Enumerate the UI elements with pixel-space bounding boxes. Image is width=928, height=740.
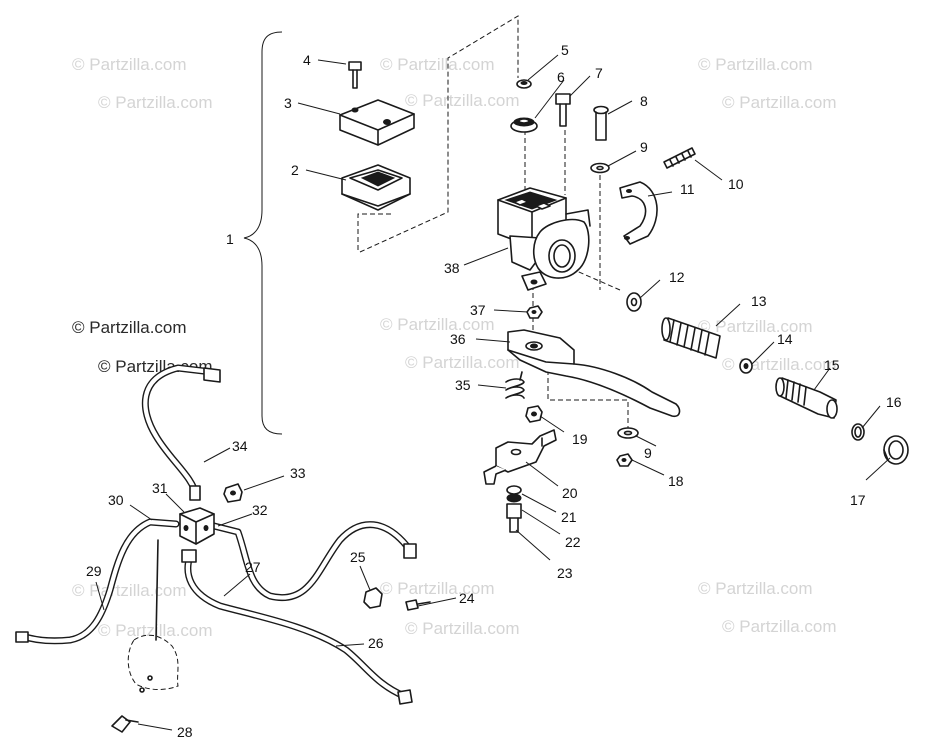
pivot-nut: [526, 305, 543, 319]
callout-22: 22: [565, 534, 581, 550]
bleeder-screw: [405, 599, 431, 611]
callout-16: 16: [886, 394, 902, 410]
small-nut: [616, 453, 633, 467]
master-cylinder-body: [497, 187, 591, 291]
bleeder-cap: [363, 587, 383, 609]
washer: [506, 485, 522, 495]
brake-hoses: [18, 364, 414, 700]
callout-30: 30: [108, 492, 124, 508]
callout-6: 6: [557, 69, 565, 85]
hose-fittings: [15, 367, 417, 705]
watermark: © Partzilla.com: [405, 91, 520, 110]
callout-11: 11: [680, 181, 695, 197]
watermark: © Partzilla.com: [98, 621, 213, 640]
callout-38: 38: [444, 260, 460, 276]
watermark: © Partzilla.com: [722, 617, 837, 636]
watermark: © Partzilla.com: [698, 317, 813, 336]
callout-15: 15: [824, 357, 840, 373]
callout-25: 25: [350, 549, 366, 565]
callout-3: 3: [284, 95, 292, 111]
bolt-stack: [506, 485, 522, 533]
circlip: [851, 423, 865, 441]
dust-seal: [883, 435, 909, 465]
washer-upper: [590, 162, 610, 174]
callout-2: 2: [291, 162, 299, 178]
pivot-bolt: [555, 93, 571, 127]
callout-14: 14: [777, 331, 793, 347]
callout-24: 24: [459, 590, 475, 606]
switch-bracket: [483, 429, 557, 485]
push-rod-washer: [626, 292, 642, 312]
watermark: © Partzilla.com: [698, 55, 813, 74]
callout-10: 10: [728, 176, 744, 192]
reservoir-cover-screw: [348, 61, 362, 89]
watermark: © Partzilla.com: [698, 579, 813, 598]
callout-34: 34: [232, 438, 248, 454]
junction-block: [179, 507, 215, 545]
callout-numbers: 1 2 3 4 5 6 7 8 9 10 11 12 13 14 15 16 1…: [86, 42, 902, 740]
piston-washer: [739, 358, 753, 374]
callout-9-lower: 9: [644, 445, 652, 461]
banjo-fitting: [223, 483, 243, 503]
pivot-pin: [593, 105, 609, 141]
handlebar-clamp: [619, 181, 658, 245]
callout-36: 36: [450, 331, 466, 347]
callout-7: 7: [595, 65, 603, 81]
callout-9-upper: 9: [640, 139, 648, 155]
reservoir-cover: [339, 99, 415, 146]
watermark-dark: © Partzilla.com: [72, 318, 187, 337]
watermark: © Partzilla.com: [72, 581, 187, 600]
leader-lines: [95, 54, 891, 731]
mounting-bracket: [127, 539, 179, 693]
callout-35: 35: [455, 377, 471, 393]
watermark: © Partzilla.com: [98, 93, 213, 112]
callout-28: 28: [177, 724, 193, 740]
assembly-bracket: [243, 31, 283, 435]
callout-4: 4: [303, 52, 311, 68]
callout-32: 32: [252, 502, 268, 518]
watermark: © Partzilla.com: [722, 355, 837, 374]
callout-23: 23: [557, 565, 573, 581]
callout-37: 37: [470, 302, 486, 318]
grommet: [510, 117, 538, 133]
callout-1: 1: [226, 231, 234, 247]
adjuster-screw: [663, 147, 696, 169]
watermark: © Partzilla.com: [405, 619, 520, 638]
mounting-screw: [111, 715, 139, 733]
callout-26: 26: [368, 635, 384, 651]
callout-27: 27: [245, 559, 261, 575]
brake-lever: [507, 329, 681, 418]
callout-5: 5: [561, 42, 569, 58]
watermark: © Partzilla.com: [405, 353, 520, 372]
callout-18: 18: [668, 473, 684, 489]
lever-nut: [525, 405, 543, 423]
watermark: © Partzilla.com: [380, 55, 495, 74]
watermark: © Partzilla.com: [722, 93, 837, 112]
watermark: © Partzilla.com: [380, 579, 495, 598]
reservoir-diaphragm: [341, 164, 411, 211]
watermark: © Partzilla.com: [72, 55, 187, 74]
callout-31: 31: [152, 480, 168, 496]
callout-13: 13: [751, 293, 767, 309]
callout-33: 33: [290, 465, 306, 481]
callout-8: 8: [640, 93, 648, 109]
circlip-inner: [854, 426, 862, 438]
watermarks: © Partzilla.com © Partzilla.com © Partzi…: [72, 55, 837, 640]
callout-12: 12: [669, 269, 685, 285]
washer-lower: [617, 427, 639, 439]
callout-20: 20: [562, 485, 578, 501]
watermark: © Partzilla.com: [380, 315, 495, 334]
callout-29: 29: [86, 563, 102, 579]
callout-19: 19: [572, 431, 588, 447]
push-rod-boot: [661, 317, 721, 359]
o-ring-center: [520, 81, 528, 85]
callout-21: 21: [561, 509, 577, 525]
callout-17: 17: [850, 492, 866, 508]
piston-assembly: [775, 377, 838, 419]
lever-spring: [505, 371, 525, 399]
